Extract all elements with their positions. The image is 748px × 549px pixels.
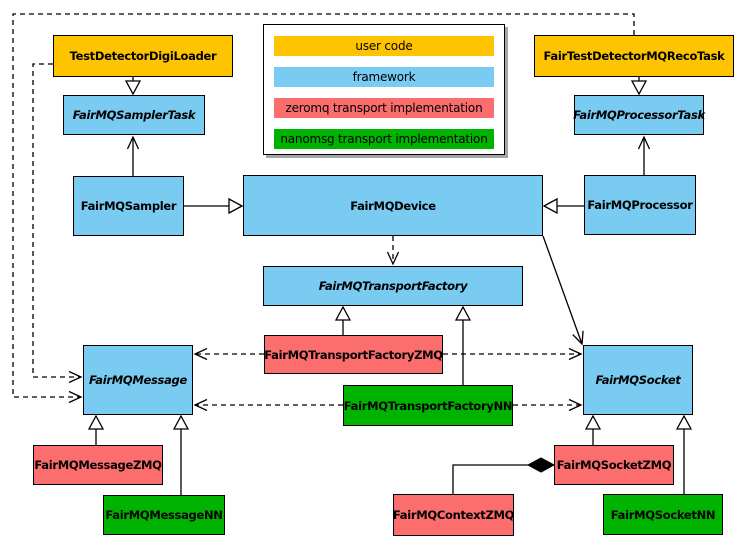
edge-socketzmq-owns-contextzmq bbox=[452, 457, 556, 494]
class-box-fair-test-detector-mq-reco-task: FairTestDetectorMQRecoTask bbox=[534, 35, 734, 77]
edge-factorynn-inherits-factory bbox=[454, 305, 472, 385]
class-label-fairmq-message-zmq: FairMQMessageZMQ bbox=[34, 458, 162, 472]
class-label-fairmq-socket: FairMQSocket bbox=[595, 373, 681, 387]
class-label-fairmq-processor: FairMQProcessor bbox=[587, 198, 693, 212]
legend-item-label: framework bbox=[352, 70, 416, 84]
class-box-fairmq-socket: FairMQSocket bbox=[583, 345, 693, 415]
class-label-fairmq-socket-nn: FairMQSocketNN bbox=[610, 507, 716, 522]
class-label-fairmq-transport-factory: FairMQTransportFactory bbox=[318, 279, 468, 293]
edge-device-uses-socket bbox=[542, 235, 584, 346]
class-box-fairmq-message-nn: FairMQMessageNN bbox=[103, 495, 225, 535]
class-box-fairmq-transport-factory: FairMQTransportFactory bbox=[263, 266, 523, 306]
class-box-fairmq-transport-factory-zmq: FairMQTransportFactoryZMQ bbox=[264, 335, 443, 374]
edge-messagezmq-inherits-message bbox=[87, 414, 105, 445]
class-box-fairmq-socket-zmq: FairMQSocketZMQ bbox=[554, 445, 674, 485]
edge-recotask-uses-message bbox=[12, 13, 635, 404]
class-label-fairmq-sampler: FairMQSampler bbox=[80, 199, 177, 213]
class-label-fairmq-transport-factory-zmq: FairMQTransportFactoryZMQ bbox=[264, 347, 443, 362]
edge-sampler-uses-samplertask bbox=[126, 135, 140, 176]
edge-factoryzmq-creates-socket bbox=[443, 347, 583, 361]
edge-factoryzmq-creates-message bbox=[193, 347, 264, 361]
edge-processor-uses-processortask bbox=[637, 135, 651, 175]
legend-item-nanomsg: nanomsg transport implementation bbox=[274, 129, 494, 149]
legend-item-framework: framework bbox=[274, 67, 494, 87]
class-box-fairmq-processor: FairMQProcessor bbox=[584, 175, 696, 235]
edge-recotask-inherits-processortask bbox=[630, 77, 648, 96]
class-label-fairmq-sampler-task: FairMQSamplerTask bbox=[72, 108, 196, 122]
legend-item-user: user code bbox=[274, 36, 494, 56]
edge-socketnn-inherits-socket bbox=[675, 414, 693, 494]
legend: user code framework zeromq transport imple… bbox=[263, 24, 505, 155]
edge-digiloader-inherits-samplertask bbox=[124, 77, 142, 96]
class-box-fairmq-message-zmq: FairMQMessageZMQ bbox=[33, 445, 163, 485]
class-label-fair-test-detector-mq-reco-task: FairTestDetectorMQRecoTask bbox=[543, 49, 725, 63]
edge-processor-inherits-device bbox=[542, 197, 584, 215]
class-label-fairmq-device: FairMQDevice bbox=[350, 198, 436, 213]
legend-item-label: user code bbox=[355, 39, 413, 53]
class-box-test-detector-digi-loader: TestDetectorDigiLoader bbox=[53, 35, 233, 77]
edge-factorynn-creates-socket bbox=[513, 398, 583, 412]
class-label-fairmq-context-zmq: FairMQContextZMQ bbox=[392, 508, 515, 522]
edge-socketzmq-inherits-socket bbox=[584, 414, 602, 445]
edge-factoryzmq-inherits-factory bbox=[334, 305, 352, 335]
edge-factorynn-creates-message bbox=[193, 398, 343, 412]
class-box-fairmq-context-zmq: FairMQContextZMQ bbox=[393, 494, 514, 536]
edge-sampler-inherits-device bbox=[184, 197, 244, 215]
class-label-fairmq-processor-task: FairMQProcessorTask bbox=[573, 108, 705, 122]
class-box-fairmq-sampler-task: FairMQSamplerTask bbox=[63, 95, 205, 135]
class-label-fairmq-message-nn: FairMQMessageNN bbox=[105, 508, 223, 522]
edge-device-depends-factory bbox=[386, 236, 400, 266]
class-box-fairmq-device: FairMQDevice bbox=[243, 175, 543, 236]
legend-item-label: nanomsg transport implementation bbox=[280, 132, 488, 146]
legend-item-label: zeromq transport implementation bbox=[285, 101, 483, 115]
class-label-fairmq-transport-factory-nn: FairMQTransportFactoryNN bbox=[343, 398, 513, 413]
class-label-fairmq-socket-zmq: FairMQSocketZMQ bbox=[556, 458, 672, 472]
class-box-fairmq-transport-factory-nn: FairMQTransportFactoryNN bbox=[343, 385, 513, 426]
legend-item-zeromq: zeromq transport implementation bbox=[274, 98, 494, 118]
class-box-fairmq-sampler: FairMQSampler bbox=[73, 176, 184, 236]
class-box-fairmq-message: FairMQMessage bbox=[83, 345, 193, 415]
class-box-fairmq-processor-task: FairMQProcessorTask bbox=[573, 95, 705, 135]
class-box-fairmq-socket-nn: FairMQSocketNN bbox=[603, 494, 723, 535]
edge-messagenn-inherits-message bbox=[172, 414, 190, 495]
edge-digiloader-uses-message bbox=[32, 63, 83, 384]
class-label-fairmq-message: FairMQMessage bbox=[89, 373, 187, 387]
class-label-test-detector-digi-loader: TestDetectorDigiLoader bbox=[69, 49, 217, 63]
